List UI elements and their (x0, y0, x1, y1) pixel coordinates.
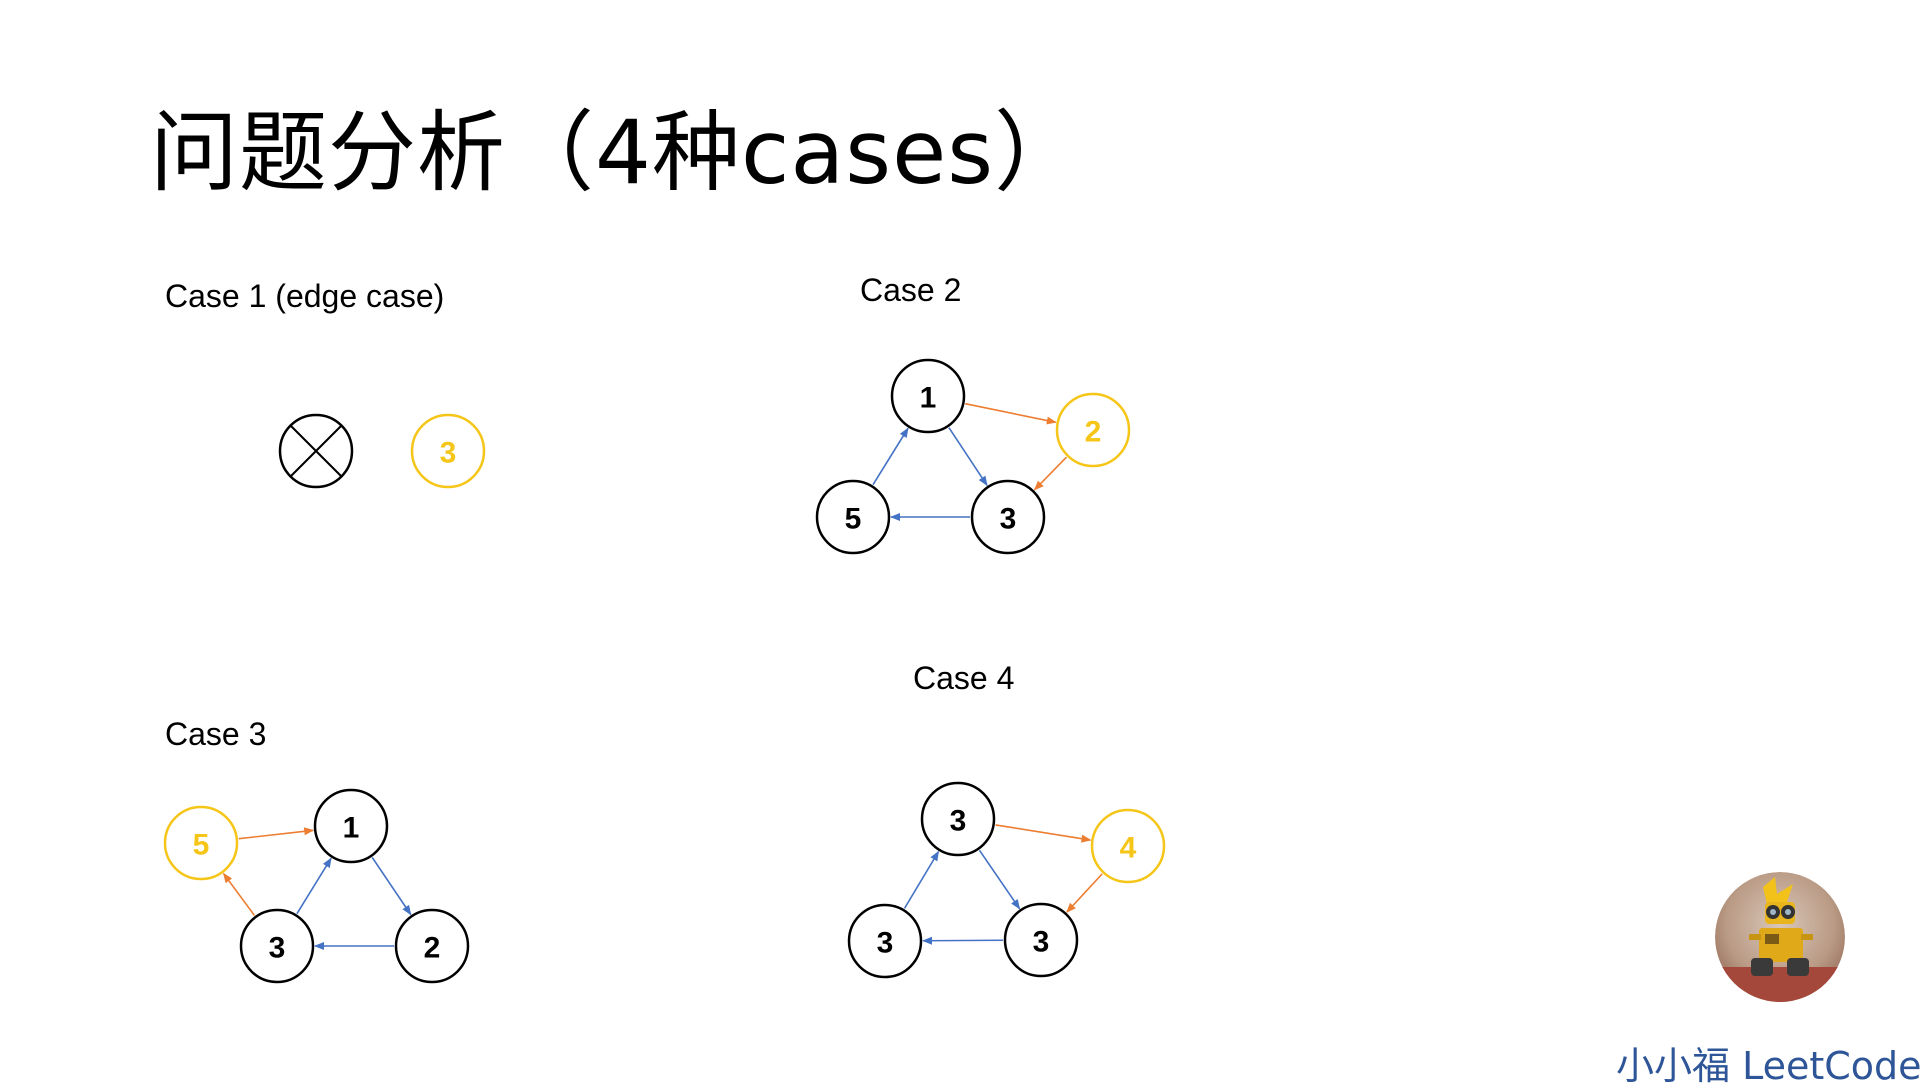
case3-node-a: 1 (313, 788, 389, 864)
case3-graph: 1 2 3 5 (163, 788, 470, 984)
case3-node-b-value: 2 (424, 932, 441, 965)
case2-node-c-value: 3 (1000, 503, 1017, 536)
case4-node-a-value: 3 (950, 805, 967, 838)
case4-label: Case 4 (913, 660, 1015, 696)
case4-node-b-value: 4 (1120, 832, 1137, 865)
case2-edge-a-c (948, 427, 988, 487)
case2-node-c: 3 (970, 479, 1046, 555)
case3-node-b: 2 (394, 908, 470, 984)
case3-node-e: 5 (163, 805, 239, 881)
case4-node-d-value: 3 (877, 927, 894, 960)
null-node-icon (278, 413, 354, 489)
case2-graph: 1 2 3 5 (815, 358, 1131, 555)
case3-node-c-value: 3 (269, 932, 286, 965)
case3-edge-e-a (238, 827, 315, 840)
case2-node-a: 1 (890, 358, 966, 434)
case1-graph: 3 (410, 413, 486, 489)
case3-node-a-value: 1 (343, 812, 360, 845)
brand-text: 小小福 LeetCode (1616, 1044, 1920, 1088)
case4-edge-b-c (1066, 873, 1103, 913)
case2-node-b-value: 2 (1085, 416, 1102, 449)
case4-node-d: 3 (847, 903, 923, 979)
case1-node-c1n: 3 (410, 413, 486, 489)
case4-node-a: 3 (920, 781, 996, 857)
case2-node-b: 2 (1055, 392, 1131, 468)
case2-edge-a-b (965, 402, 1057, 425)
case4-edge-d-a (903, 850, 940, 909)
case4-node-c: 3 (1003, 902, 1079, 978)
case2-edge-b-c (1033, 456, 1068, 491)
case4-edge-a-b (995, 824, 1092, 843)
case2-label: Case 2 (860, 272, 962, 308)
case4-graph: 3 4 3 3 (847, 781, 1166, 979)
case1-label: Case 1 (edge case) (165, 278, 445, 314)
case3-label: Case 3 (165, 716, 267, 752)
case4-node-b: 4 (1090, 808, 1166, 884)
case3-edge-c-a (296, 857, 332, 915)
robot-avatar-icon (1715, 872, 1845, 1002)
case2-edge-d-a (872, 427, 909, 486)
case3-edge-a-b (371, 857, 412, 916)
case4-node-c-value: 3 (1033, 926, 1050, 959)
slide-title: 问题分析（4种cases） (150, 101, 1084, 204)
case4-edge-c-d (921, 936, 1004, 945)
case2-node-d-value: 5 (845, 503, 862, 536)
case1-node-c1n-value: 3 (440, 437, 457, 470)
case3-edge-c-e (222, 872, 256, 916)
case2-node-a-value: 1 (920, 382, 937, 415)
case4-edge-a-c (978, 849, 1021, 910)
case2-node-d: 5 (815, 479, 891, 555)
case3-node-c: 3 (239, 908, 315, 984)
case3-node-e-value: 5 (193, 829, 210, 862)
